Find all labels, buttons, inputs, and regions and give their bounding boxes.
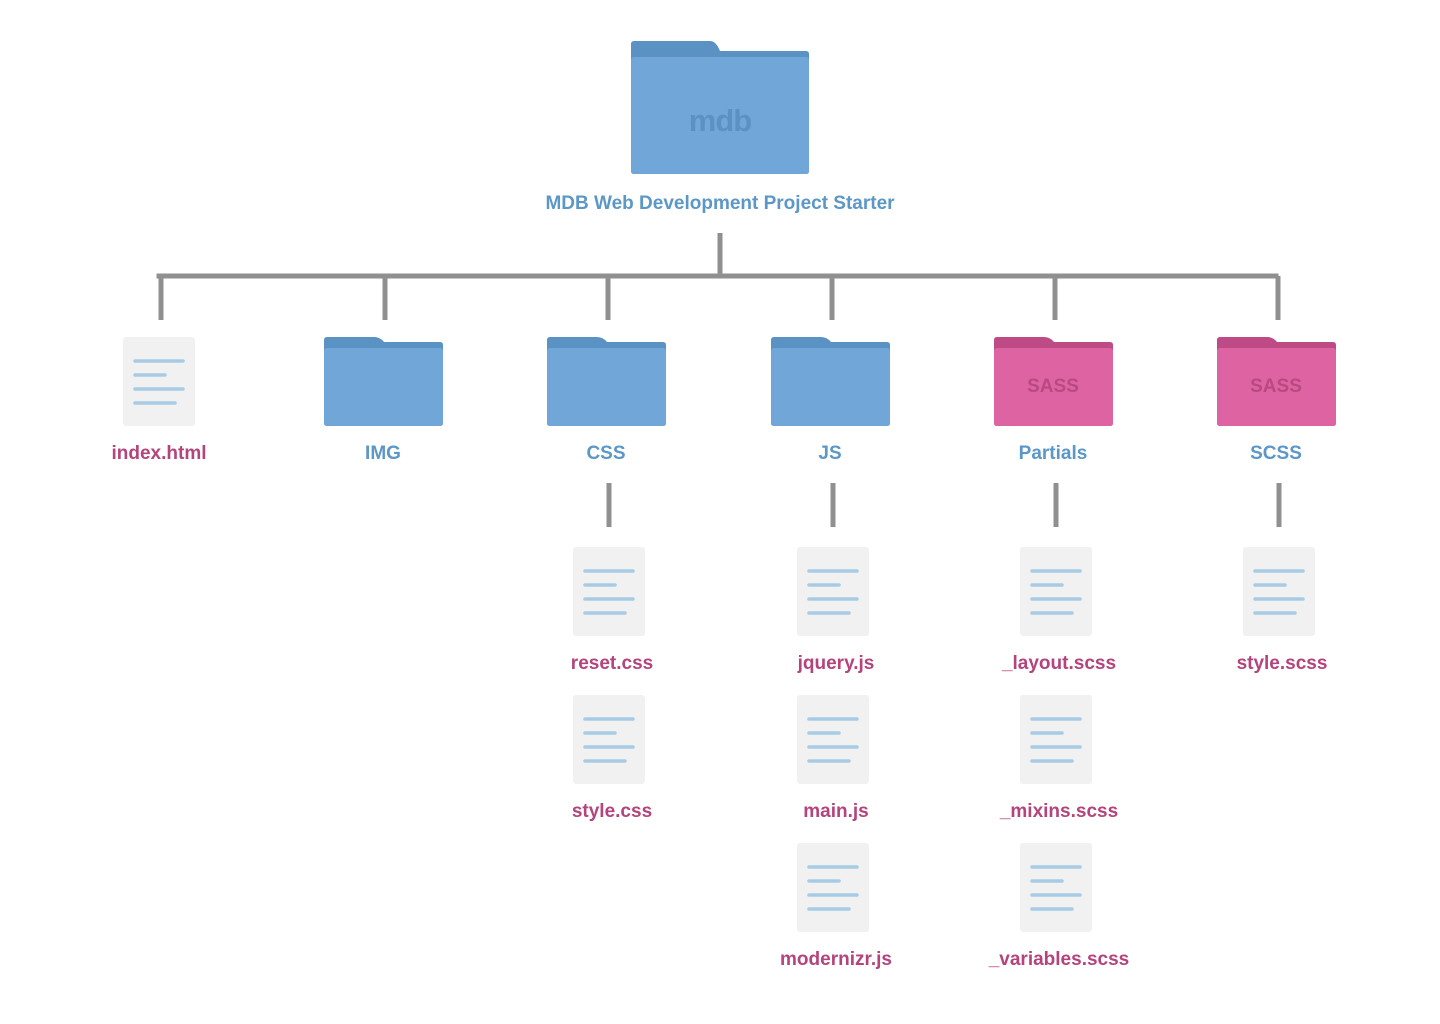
file-item[interactable]	[573, 547, 645, 636]
folder-badge: SASS	[1027, 376, 1079, 397]
folder-badge: mdb	[688, 103, 752, 138]
folder-icon	[323, 337, 443, 426]
file-item[interactable]	[573, 695, 645, 784]
file-icon	[1243, 547, 1315, 636]
folder-item[interactable]	[770, 337, 890, 426]
file-icon	[1020, 547, 1092, 636]
file-item[interactable]	[797, 695, 869, 784]
folder-item[interactable]	[323, 337, 443, 426]
node-label: Partials	[1018, 443, 1088, 464]
folder-icon	[546, 337, 666, 426]
folder-item[interactable]	[546, 337, 666, 426]
file-item[interactable]	[797, 843, 869, 932]
file-icon	[1020, 843, 1092, 932]
folder-item[interactable]: SASS	[1216, 337, 1336, 426]
file-item[interactable]	[1020, 547, 1092, 636]
node-label: MDB Web Development Project Starter	[545, 193, 895, 214]
file-icon	[797, 843, 869, 932]
node-label: CSS	[586, 443, 626, 464]
root-folder[interactable]: mdb	[631, 41, 809, 174]
file-item[interactable]	[123, 337, 195, 426]
file-icon	[123, 337, 195, 426]
node-label: modernizr.js	[780, 949, 892, 970]
node-label: jquery.js	[797, 653, 875, 674]
node-label: reset.css	[570, 653, 654, 674]
folder-icon	[631, 41, 809, 174]
file-icon	[573, 547, 645, 636]
node-label: main.js	[803, 801, 869, 822]
folder-item[interactable]: SASS	[993, 337, 1113, 426]
file-icon	[797, 695, 869, 784]
file-item[interactable]	[797, 547, 869, 636]
folder-icon	[770, 337, 890, 426]
node-label: _mixins.scss	[999, 801, 1119, 822]
sass-folder-icon	[1216, 337, 1336, 426]
node-label: _layout.scss	[1001, 653, 1117, 674]
sass-folder-icon	[993, 337, 1113, 426]
node-label: style.css	[571, 801, 653, 822]
file-item[interactable]	[1243, 547, 1315, 636]
file-item[interactable]	[1020, 695, 1092, 784]
node-label: _variables.scss	[988, 949, 1130, 970]
file-icon	[573, 695, 645, 784]
folder-badge: SASS	[1250, 376, 1302, 397]
node-label: index.html	[111, 443, 207, 464]
node-label: JS	[818, 443, 842, 464]
node-label: SCSS	[1250, 443, 1302, 464]
file-icon	[797, 547, 869, 636]
file-icon	[1020, 695, 1092, 784]
node-label: style.scss	[1236, 653, 1328, 674]
file-item[interactable]	[1020, 843, 1092, 932]
node-label: IMG	[365, 443, 401, 464]
